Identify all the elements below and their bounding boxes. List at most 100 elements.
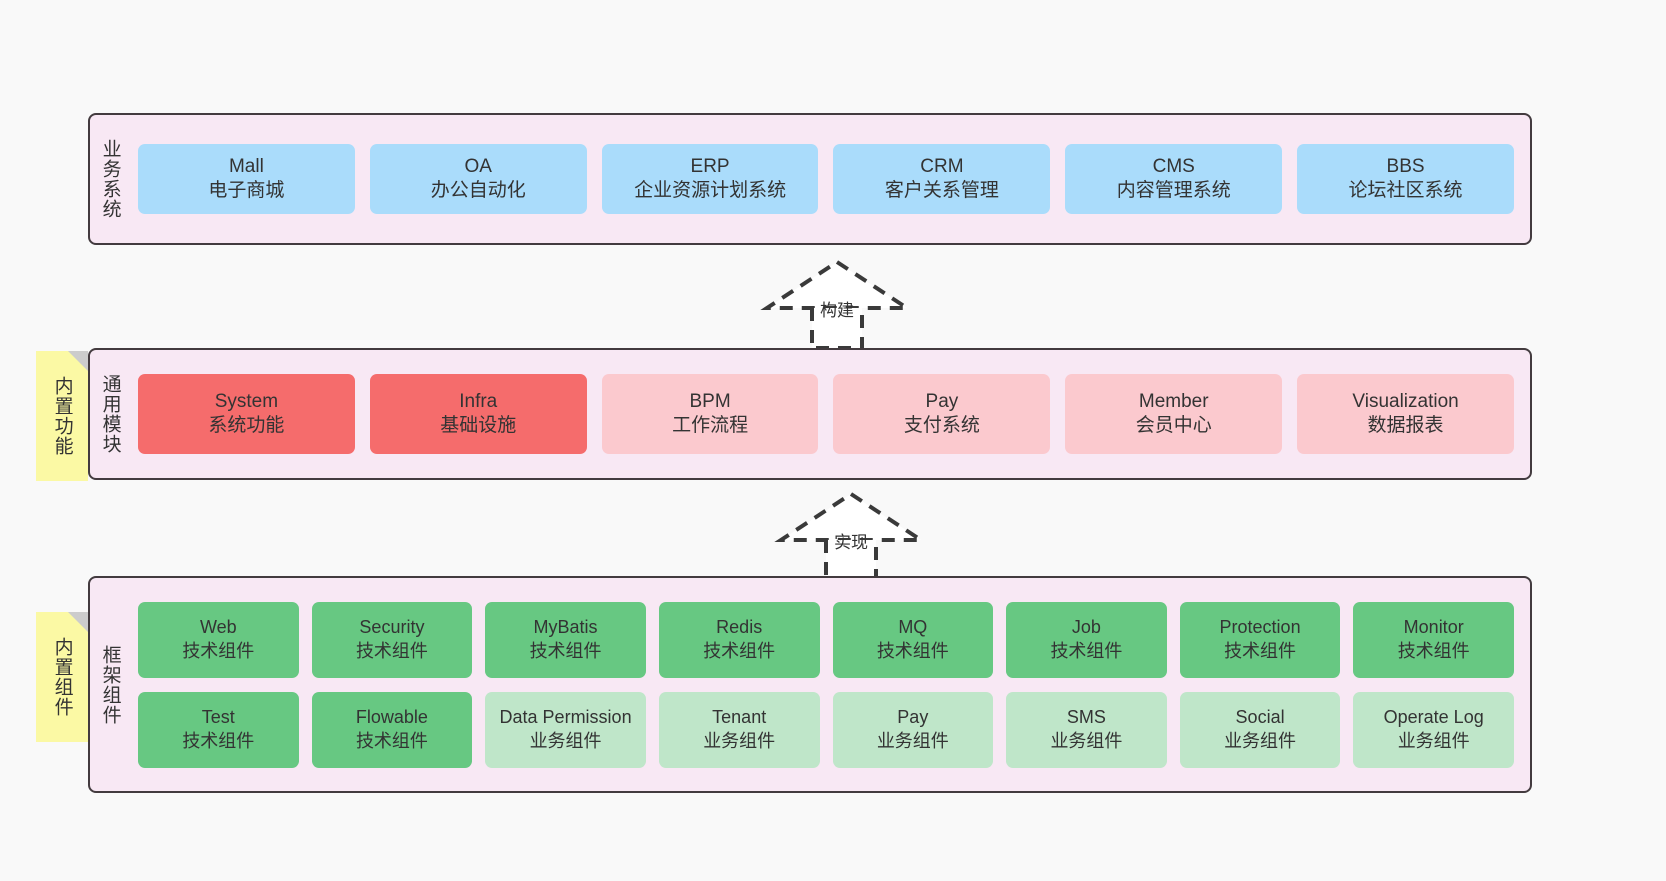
- node-bbs[interactable]: BBS 论坛社区系统: [1297, 144, 1514, 214]
- layer-body-common-modules: System 系统功能 Infra 基础设施 BPM 工作流程 Pay 支付系统…: [130, 350, 1530, 478]
- node-subtitle: 系统功能: [208, 415, 285, 436]
- node-flowable[interactable]: Flowable 技术组件: [311, 691, 473, 768]
- node-subtitle: 业务组件: [1050, 730, 1123, 751]
- node-erp[interactable]: ERP 企业资源计划系统: [601, 144, 819, 214]
- node-subtitle: 客户关系管理: [884, 180, 999, 201]
- node-mall[interactable]: Mall 电子商城: [138, 144, 355, 214]
- node-name: Web: [199, 617, 237, 638]
- node-name: Monitor: [1403, 617, 1464, 638]
- node-subtitle: 基础设施: [440, 415, 517, 436]
- node-name: Security: [359, 617, 425, 638]
- node-social[interactable]: Social 业务组件: [1179, 691, 1341, 768]
- node-subtitle: 技术组件: [1050, 640, 1123, 661]
- node-subtitle: 技术组件: [703, 640, 776, 661]
- layer-title-business-systems: 业务系统: [99, 139, 121, 219]
- node-test[interactable]: Test 技术组件: [138, 691, 299, 768]
- node-row: Mall 电子商城 OA 办公自动化 ERP 企业资源计划系统 CRM 客户关系…: [138, 144, 1514, 214]
- node-subtitle: 技术组件: [1397, 640, 1470, 661]
- note-built-in-components: 内置组件: [36, 612, 88, 742]
- node-name: Social: [1235, 707, 1285, 728]
- node-subtitle: 办公自动化: [430, 180, 526, 201]
- node-subtitle: 业务组件: [529, 730, 602, 751]
- node-subtitle: 企业资源计划系统: [634, 180, 787, 201]
- node-name: Mall: [228, 155, 264, 177]
- node-subtitle: 技术组件: [1224, 640, 1297, 661]
- node-row: Web 技术组件 Security 技术组件 MyBatis 技术组件 Redi…: [138, 601, 1514, 678]
- node-cms[interactable]: CMS 内容管理系统: [1065, 144, 1283, 214]
- node-subtitle: 技术组件: [182, 730, 255, 751]
- node-bpm[interactable]: BPM 工作流程: [601, 374, 819, 454]
- node-name: Tenant: [712, 707, 767, 728]
- node-pay[interactable]: Pay 支付系统: [833, 374, 1051, 454]
- node-visualization[interactable]: Visualization 数据报表: [1297, 374, 1514, 454]
- layer-common-modules: 通用模块 System 系统功能 Infra 基础设施 BPM 工作流程 Pay…: [88, 348, 1532, 480]
- arrow-implement: 实现: [774, 490, 928, 582]
- node-subtitle: 技术组件: [355, 730, 428, 751]
- node-name: Redis: [716, 617, 763, 638]
- node-name: MyBatis: [533, 617, 598, 638]
- node-system[interactable]: System 系统功能: [138, 374, 355, 454]
- node-data-permission[interactable]: Data Permission 业务组件: [485, 691, 646, 768]
- node-sms[interactable]: SMS 业务组件: [1006, 691, 1167, 768]
- node-oa[interactable]: OA 办公自动化: [369, 144, 587, 214]
- layer-title-framework-components: 框架组件: [99, 644, 121, 725]
- node-subtitle: 技术组件: [876, 640, 949, 661]
- node-operate-log[interactable]: Operate Log 业务组件: [1353, 691, 1514, 768]
- node-subtitle: 工作流程: [672, 415, 749, 436]
- node-subtitle: 数据报表: [1367, 415, 1444, 436]
- arrow-implement-label: 实现: [834, 533, 868, 552]
- node-member[interactable]: Member 会员中心: [1065, 374, 1283, 454]
- layer-business-systems: 业务系统 Mall 电子商城 OA 办公自动化 ERP 企业资源计划系统 CRM…: [88, 113, 1532, 245]
- node-name: SMS: [1066, 707, 1106, 728]
- node-name: BBS: [1386, 155, 1425, 177]
- node-subtitle: 会员中心: [1135, 415, 1212, 436]
- node-infra[interactable]: Infra 基础设施: [369, 374, 587, 454]
- node-name: Operate Log: [1383, 707, 1484, 728]
- node-subtitle: 技术组件: [355, 640, 428, 661]
- node-row: Test 技术组件 Flowable 技术组件 Data Permission …: [138, 691, 1514, 768]
- layer-body-business-systems: Mall 电子商城 OA 办公自动化 ERP 企业资源计划系统 CRM 客户关系…: [130, 115, 1530, 243]
- node-row: System 系统功能 Infra 基础设施 BPM 工作流程 Pay 支付系统…: [138, 374, 1514, 454]
- node-mybatis[interactable]: MyBatis 技术组件: [485, 601, 646, 678]
- node-name: Test: [201, 707, 235, 728]
- node-subtitle: 支付系统: [903, 415, 980, 436]
- node-crm[interactable]: CRM 客户关系管理: [833, 144, 1051, 214]
- node-web[interactable]: Web 技术组件: [138, 601, 299, 678]
- node-name: BPM: [689, 390, 731, 412]
- node-name: Protection: [1219, 617, 1301, 638]
- note-label: 内置组件: [51, 637, 73, 717]
- node-subtitle: 电子商城: [208, 180, 285, 201]
- node-name: Pay: [925, 390, 959, 412]
- node-mq[interactable]: MQ 技术组件: [832, 601, 994, 678]
- node-subtitle: 技术组件: [182, 640, 255, 661]
- node-protection[interactable]: Protection 技术组件: [1179, 601, 1341, 678]
- node-name: MQ: [898, 617, 928, 638]
- node-subtitle: 业务组件: [876, 730, 949, 751]
- note-label: 内置功能: [51, 376, 73, 456]
- node-name: OA: [464, 155, 492, 177]
- node-subtitle: 业务组件: [1397, 730, 1470, 751]
- node-tenant[interactable]: Tenant 业务组件: [658, 691, 820, 768]
- layer-title-common-modules: 通用模块: [99, 374, 121, 454]
- node-subtitle: 业务组件: [1224, 730, 1297, 751]
- node-name: Job: [1071, 617, 1101, 638]
- node-name: Member: [1138, 390, 1209, 412]
- node-name: Pay: [897, 707, 929, 728]
- layer-framework-components: 框架组件 Web 技术组件 Security 技术组件 MyBatis 技术组件…: [88, 576, 1532, 793]
- layer-body-framework-components: Web 技术组件 Security 技术组件 MyBatis 技术组件 Redi…: [130, 578, 1530, 791]
- node-name: Flowable: [355, 707, 428, 728]
- node-subtitle: 内容管理系统: [1116, 180, 1231, 201]
- note-built-in-functions: 内置功能: [36, 351, 88, 481]
- node-subtitle: 技术组件: [529, 640, 602, 661]
- node-name: Data Permission: [499, 707, 632, 728]
- arrow-build-label: 构建: [820, 301, 854, 320]
- node-security[interactable]: Security 技术组件: [311, 601, 473, 678]
- node-redis[interactable]: Redis 技术组件: [658, 601, 820, 678]
- node-subtitle: 业务组件: [703, 730, 776, 751]
- node-name: Visualization: [1352, 390, 1459, 412]
- node-pay-component[interactable]: Pay 业务组件: [832, 691, 994, 768]
- node-job[interactable]: Job 技术组件: [1006, 601, 1167, 678]
- node-subtitle: 论坛社区系统: [1348, 180, 1463, 201]
- node-monitor[interactable]: Monitor 技术组件: [1353, 601, 1514, 678]
